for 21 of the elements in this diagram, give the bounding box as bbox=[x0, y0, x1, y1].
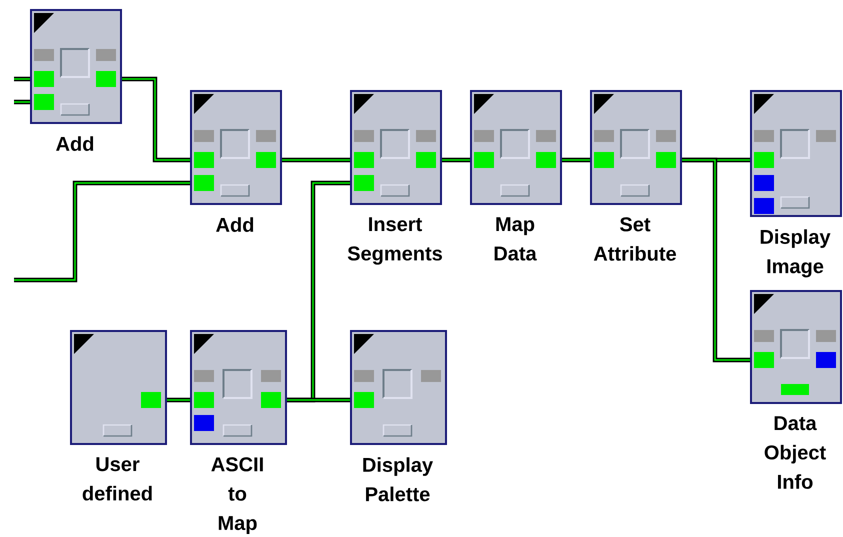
module-box bbox=[70, 330, 167, 445]
module-label: User defined bbox=[82, 457, 152, 501]
module-label: Set Attribute bbox=[594, 217, 676, 261]
wire bbox=[14, 180, 190, 282]
wire bbox=[442, 158, 470, 162]
module-label: Display Palette bbox=[363, 457, 433, 502]
module-label: Add bbox=[216, 217, 254, 232]
wire bbox=[562, 158, 590, 162]
module-label: ASCII to Map bbox=[211, 457, 263, 534]
wire bbox=[287, 398, 350, 402]
module-label: Data Object Info bbox=[764, 416, 826, 489]
module-label: Map Data bbox=[494, 217, 537, 261]
wire bbox=[167, 398, 190, 402]
wire bbox=[282, 158, 350, 162]
wire bbox=[14, 100, 30, 104]
module-label: Add bbox=[56, 136, 94, 151]
wire bbox=[682, 158, 750, 362]
module-label: Display Image bbox=[760, 229, 830, 278]
module-label: Insert Segments bbox=[348, 217, 442, 265]
wire bbox=[122, 76, 190, 162]
wire bbox=[14, 76, 30, 82]
